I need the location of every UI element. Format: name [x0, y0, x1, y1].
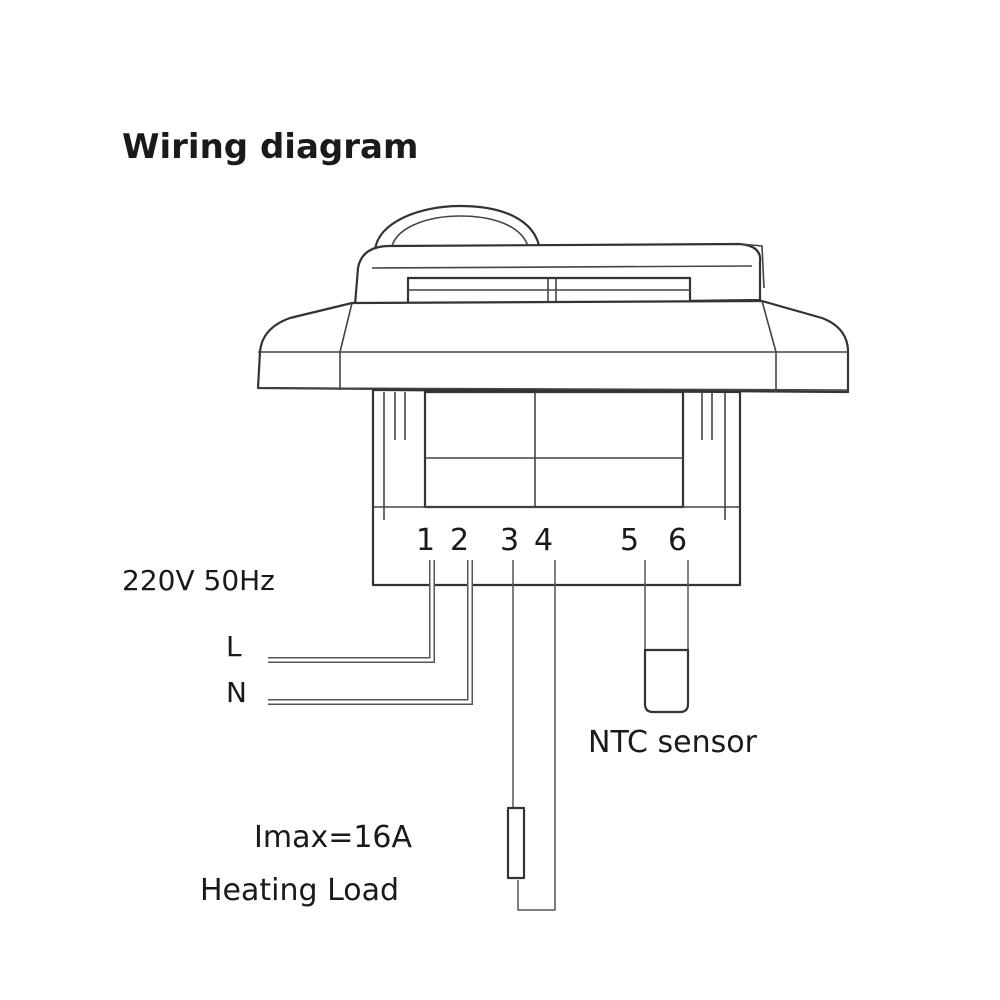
- terminal-6-label: 6: [668, 523, 687, 558]
- neutral-label: N: [226, 676, 247, 709]
- diagram-title: Wiring diagram: [122, 127, 418, 167]
- ntc-sensor-label: NTC sensor: [588, 725, 758, 760]
- heating-load-element: [506, 806, 526, 880]
- terminal-1-label: 1: [416, 523, 435, 558]
- terminal-5-label: 5: [620, 523, 639, 558]
- line-label: L: [226, 630, 242, 663]
- thermostat-knob: [373, 204, 542, 252]
- heating-load-wires: [506, 560, 556, 911]
- terminal-3-label: 3: [500, 523, 519, 558]
- cover-slot: [406, 276, 692, 306]
- heating-load-label: Heating Load: [200, 873, 399, 908]
- terminal-labels: 1 2 3 4 5 6: [416, 523, 687, 558]
- neutral-wire: [268, 560, 473, 705]
- thermostat-frame: [256, 299, 850, 394]
- terminal-block: [423, 390, 685, 509]
- terminal-4-label: 4: [534, 523, 553, 558]
- supply-label: 220V 50Hz: [122, 564, 275, 597]
- load-current-label: Imax=16A: [254, 820, 413, 855]
- line-wire: [268, 560, 435, 663]
- ntc-sensor-probe: [643, 648, 690, 714]
- terminal-2-label: 2: [450, 523, 469, 558]
- thermostat-unit: [256, 204, 850, 587]
- ntc-sensor: [643, 560, 690, 714]
